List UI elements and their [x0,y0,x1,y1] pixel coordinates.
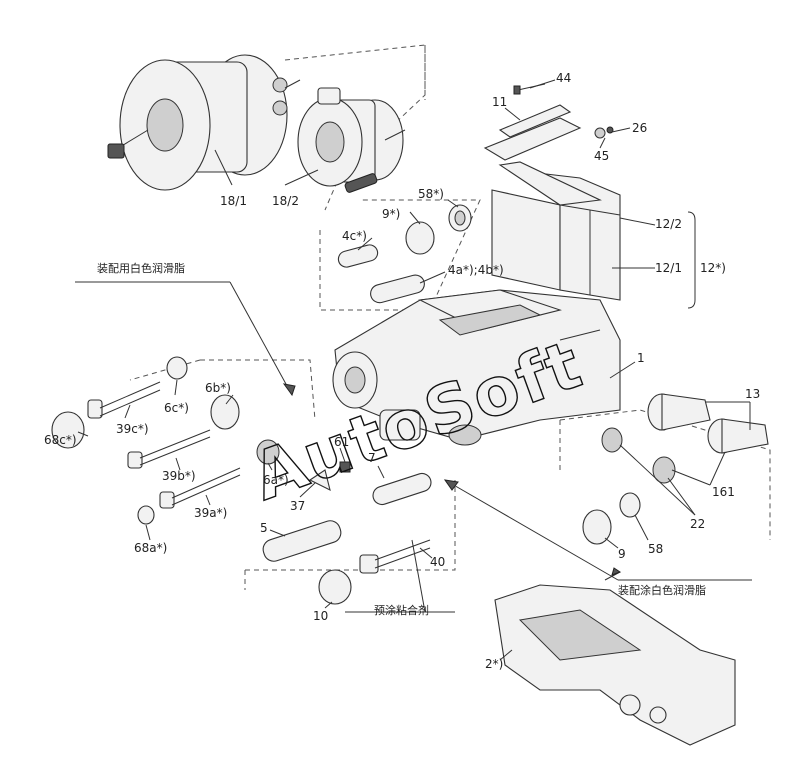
label-1: 1 [637,351,645,365]
label-18-2: 18/2 [272,194,299,208]
label-44: 44 [556,71,571,85]
label-10: 10 [313,609,328,623]
label-2: 2*) [485,657,503,671]
label-37: 37 [290,499,305,513]
label-39b: 39b*) [162,469,196,483]
label-39c: 39c*) [116,422,149,436]
guide-sleeves [337,204,472,304]
assembly-notes: 装配用白色润滑脂 装配涂白色润滑脂 预涂粘合剂 [97,261,706,617]
label-26: 26 [632,121,647,135]
label-68c: 68c*) [44,433,77,447]
caliper-carrier-2 [494,584,736,746]
label-22: 22 [690,517,705,531]
note-adhesive: 预涂粘合剂 [374,603,429,617]
label-11: 11 [492,95,507,109]
label-58-star: 58*) [418,187,444,201]
left-fasteners [51,356,351,525]
label-58: 58 [648,542,663,556]
label-6b: 6b*) [205,381,231,395]
label-61: 61 [334,435,349,449]
label-4a-4b: 4a*);4b*) [448,263,504,277]
label-13: 13 [745,387,760,401]
brake-pads-12 [491,161,696,309]
label-9: 9 [618,547,626,561]
label-45: 45 [594,149,609,163]
brake-chamber-18-2 [297,87,406,193]
lubrication-arrows [75,281,752,613]
label-12: 12*) [700,261,726,275]
label-161: 161 [712,485,735,499]
label-7: 7 [368,451,376,465]
label-6c: 6c*) [164,401,189,415]
label-40: 40 [430,555,445,569]
note-white-grease-right: 装配涂白色润滑脂 [618,583,706,597]
caliper-housing-1 [332,289,621,446]
right-seals [582,393,769,545]
note-white-grease-top: 装配用白色润滑脂 [97,261,185,275]
guide-pins [262,472,432,605]
label-4c: 4c*) [342,229,367,243]
label-39a: 39a*) [194,506,227,520]
pad-retainer-11 [483,83,614,161]
label-5: 5 [260,521,268,535]
label-9-star: 9*) [382,207,400,221]
label-12-2: 12/2 [655,217,682,231]
label-18-1: 18/1 [220,194,247,208]
label-68a: 68a*) [134,541,167,555]
brake-chamber-18-1 [107,54,301,191]
label-6a: 6a*) [263,473,289,487]
leader-lines [77,79,751,661]
part-labels: 18/1 18/2 44 11 26 45 58*) 9*) 4c*) 4a*)… [44,71,760,671]
label-12-1: 12/1 [655,261,682,275]
